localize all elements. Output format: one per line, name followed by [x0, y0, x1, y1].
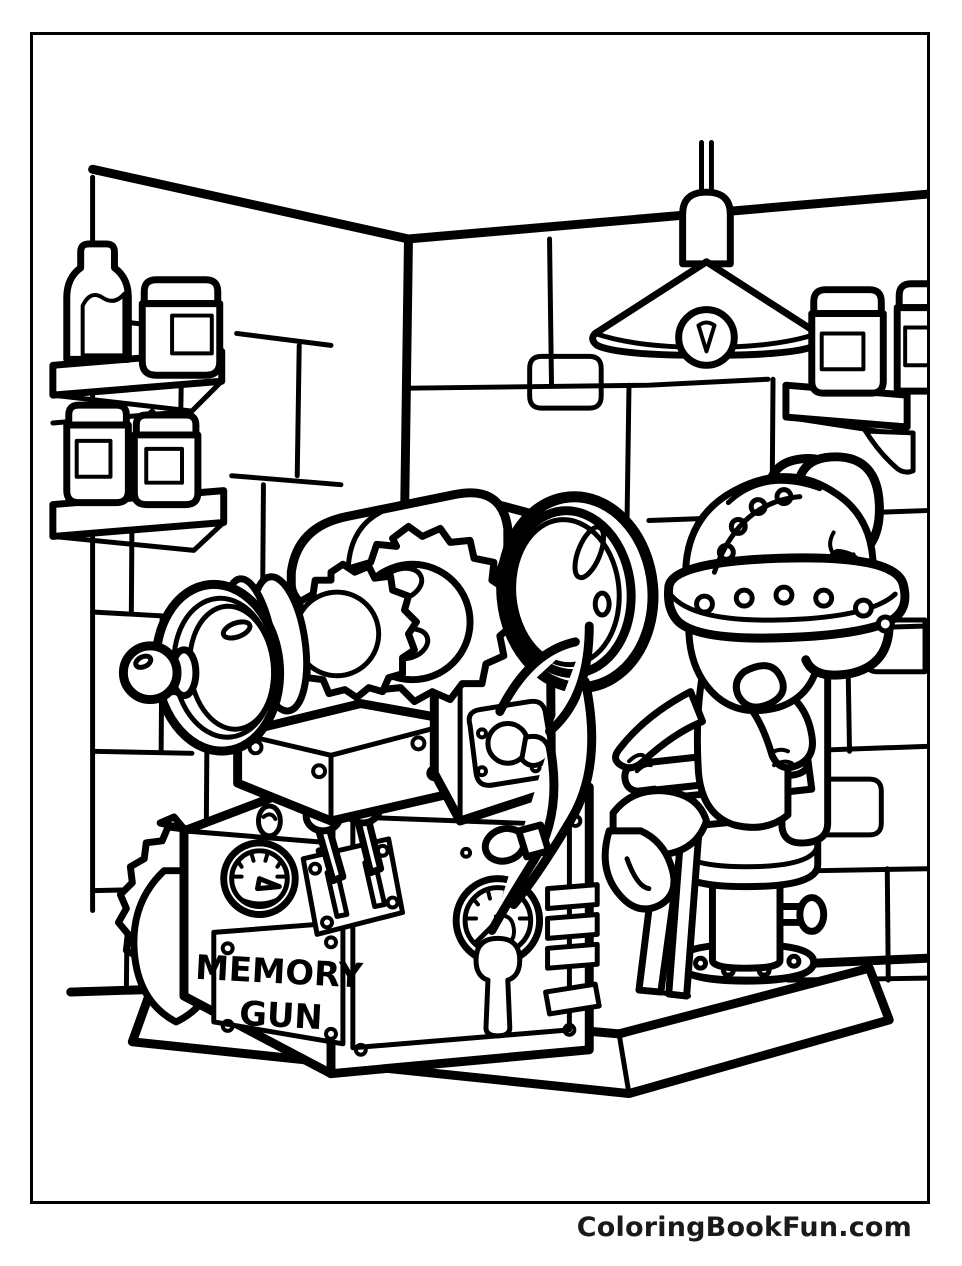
watermark-text: ColoringBookFun.com: [576, 1211, 912, 1243]
dome-cap-muzzle: [118, 579, 285, 756]
panel-rivet: [460, 846, 473, 859]
pendant-lamp: [589, 139, 824, 369]
studded-helmet: [663, 452, 910, 680]
vent-slots: [545, 882, 600, 971]
line-art-illustration: .ln { fill:none; stroke:#000; stroke-wid…: [33, 35, 927, 1201]
left-shelf-unit: [49, 240, 228, 553]
pressure-gauge: [220, 839, 299, 918]
panel-rivet: [562, 1022, 577, 1037]
indicator-knob: [256, 803, 283, 839]
memory-gun-label-text: MEMORY: [194, 948, 364, 996]
joint-block: [466, 698, 557, 788]
right-shelf-unit: [782, 280, 927, 475]
panel-rivet: [353, 1042, 368, 1057]
memory-gun-label-text: GUN: [238, 994, 323, 1037]
lens-dish: [496, 491, 659, 693]
watermark: ColoringBookFun.com: [30, 1204, 930, 1250]
artwork-frame: .ln { fill:none; stroke:#000; stroke-wid…: [30, 32, 930, 1204]
upper-mount-block: [233, 699, 467, 826]
hose-cables: [315, 621, 597, 935]
indicator-button[interactable]: [543, 981, 602, 1017]
keyhole-slot: [473, 935, 523, 1039]
